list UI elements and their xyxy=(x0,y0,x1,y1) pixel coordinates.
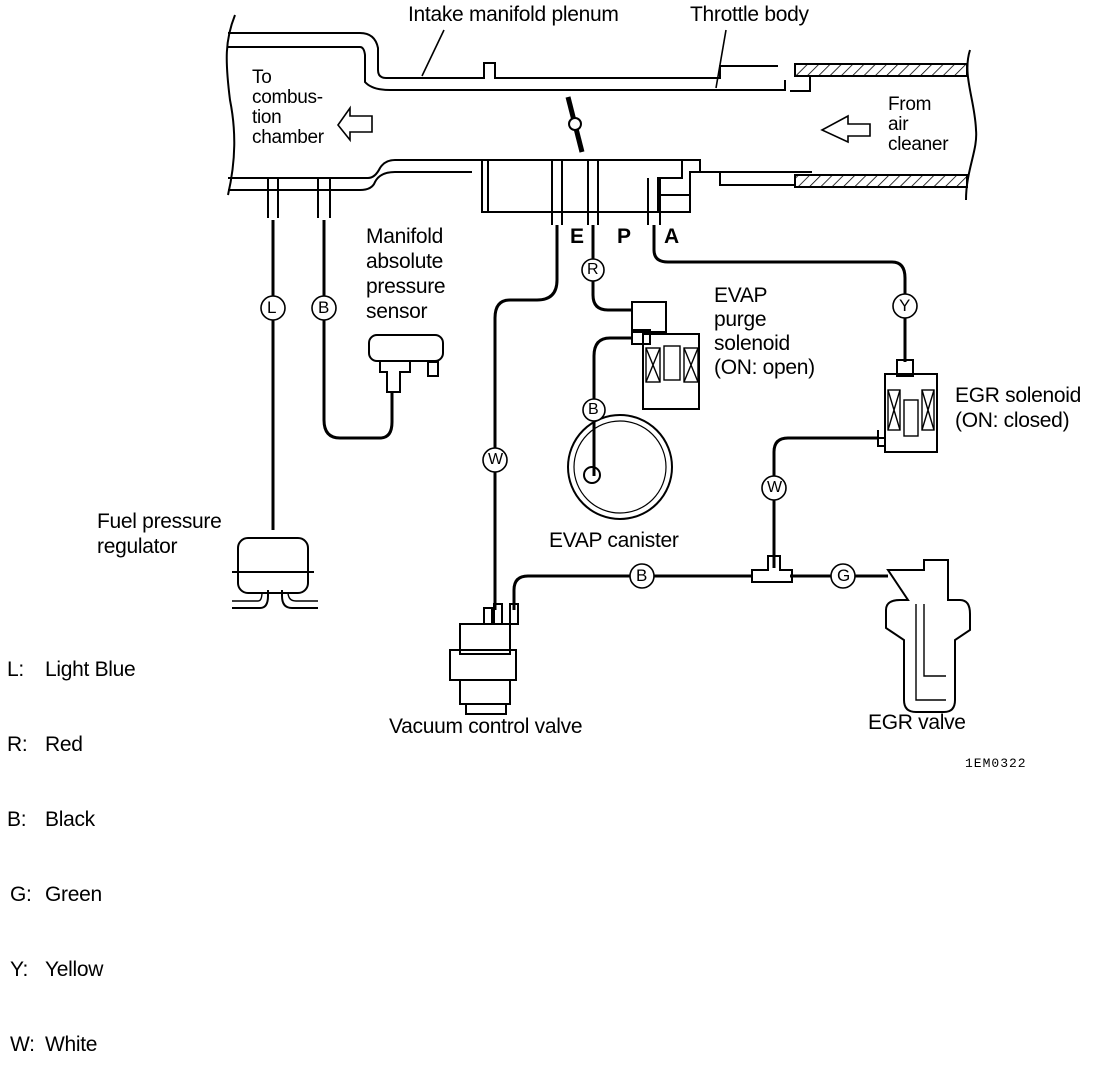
hose-vcv-to-tee xyxy=(512,574,752,610)
marker-circle-purge-in xyxy=(581,258,605,282)
manifold-break-left xyxy=(225,14,236,196)
hose-markers xyxy=(260,258,918,589)
label-fuel-pressure-regulator: Fuel pressure regulator xyxy=(97,510,222,558)
egr-solenoid-body xyxy=(884,373,938,453)
intake-top-wall-outer xyxy=(228,32,778,79)
marker-circle-tee-to-egr xyxy=(830,563,856,589)
hose-purge-in xyxy=(591,225,632,312)
port-a-label: A xyxy=(664,225,679,248)
vacuum-control-valve-body xyxy=(449,603,519,715)
map-sensor-body xyxy=(368,334,444,362)
marker-canister: B xyxy=(588,401,599,418)
hose-egr-sol-out xyxy=(772,436,878,568)
marker-circle-fuel-reg xyxy=(260,295,286,321)
figure-code: 1EM0322 xyxy=(965,756,1027,771)
port-e-label: E xyxy=(570,225,584,248)
legend-item: B:Black xyxy=(7,808,95,831)
label-vacuum-control-valve: Vacuum control valve xyxy=(389,715,583,738)
label-evap-purge-solenoid: EVAP purge solenoid (ON: open) xyxy=(714,284,815,379)
fuel-regulator-body xyxy=(237,537,309,594)
evap-purge-solenoid-body xyxy=(642,333,700,410)
marker-circle-egr-sol-in xyxy=(892,293,918,319)
hose-map-sensor xyxy=(322,220,394,440)
marker-circle-egr-sol-out xyxy=(761,475,787,501)
marker-tee-to-egr: G xyxy=(837,566,850,585)
label-intake-plenum: Intake manifold plenum xyxy=(408,3,619,26)
hose-egr-sol-in xyxy=(652,225,907,362)
label-from-air-cleaner: From air cleaner xyxy=(888,94,949,155)
marker-circle-vcv-main xyxy=(482,447,508,473)
air-duct-bottom-hatch xyxy=(794,174,968,188)
flow-arrow-left xyxy=(336,105,373,143)
marker-circle-map xyxy=(311,295,337,321)
legend-item: G:Green xyxy=(10,883,102,906)
legend-item: Y:Yellow xyxy=(10,958,104,981)
color-legend: L:Light Blue R:Red B:Black G:Green Y:Yel… xyxy=(7,607,136,1082)
egr-valve-body xyxy=(885,559,971,713)
intake-top-wall-inner xyxy=(228,46,786,91)
flow-arrow-right xyxy=(820,114,871,144)
evap-canister-body xyxy=(567,414,673,520)
hose-tee xyxy=(751,555,793,583)
label-evap-canister: EVAP canister xyxy=(549,529,679,552)
marker-circle-vcv-to-tee xyxy=(629,563,655,589)
label-egr-valve: EGR valve xyxy=(868,711,966,734)
air-duct-top-hatch xyxy=(794,63,968,77)
marker-vcv-main: W xyxy=(488,451,503,468)
label-map-sensor: Manifold absolute pressure sensor xyxy=(366,225,446,323)
legend-item: L:Light Blue xyxy=(7,658,136,681)
marker-purge-in: R xyxy=(587,261,599,278)
marker-map: B xyxy=(318,298,330,317)
marker-circle-canister xyxy=(582,398,606,422)
leader-throttle-body xyxy=(715,29,727,89)
leader-intake-plenum xyxy=(421,29,445,77)
vacuum-hose-diagram xyxy=(225,14,978,715)
legend-item: W:White xyxy=(10,1033,98,1056)
marker-egr-sol-out: W xyxy=(767,479,782,496)
marker-vcv-to-tee: B xyxy=(636,566,648,585)
label-to-combustion-chamber: To combus- tion chamber xyxy=(252,67,324,148)
hose-vcv-main xyxy=(493,225,559,610)
label-egr-solenoid: EGR solenoid (ON: closed) xyxy=(955,384,1081,432)
label-throttle-body: Throttle body xyxy=(690,3,809,26)
intake-bottom-wall-outer xyxy=(228,171,472,191)
hose-canister xyxy=(592,336,632,476)
intake-bottom-wall-inner xyxy=(228,159,812,213)
legend-item: R:Red xyxy=(7,733,83,756)
port-p-label: P xyxy=(617,225,631,248)
marker-fuel-reg: L xyxy=(267,298,277,317)
marker-egr-sol-in: Y xyxy=(899,296,911,315)
